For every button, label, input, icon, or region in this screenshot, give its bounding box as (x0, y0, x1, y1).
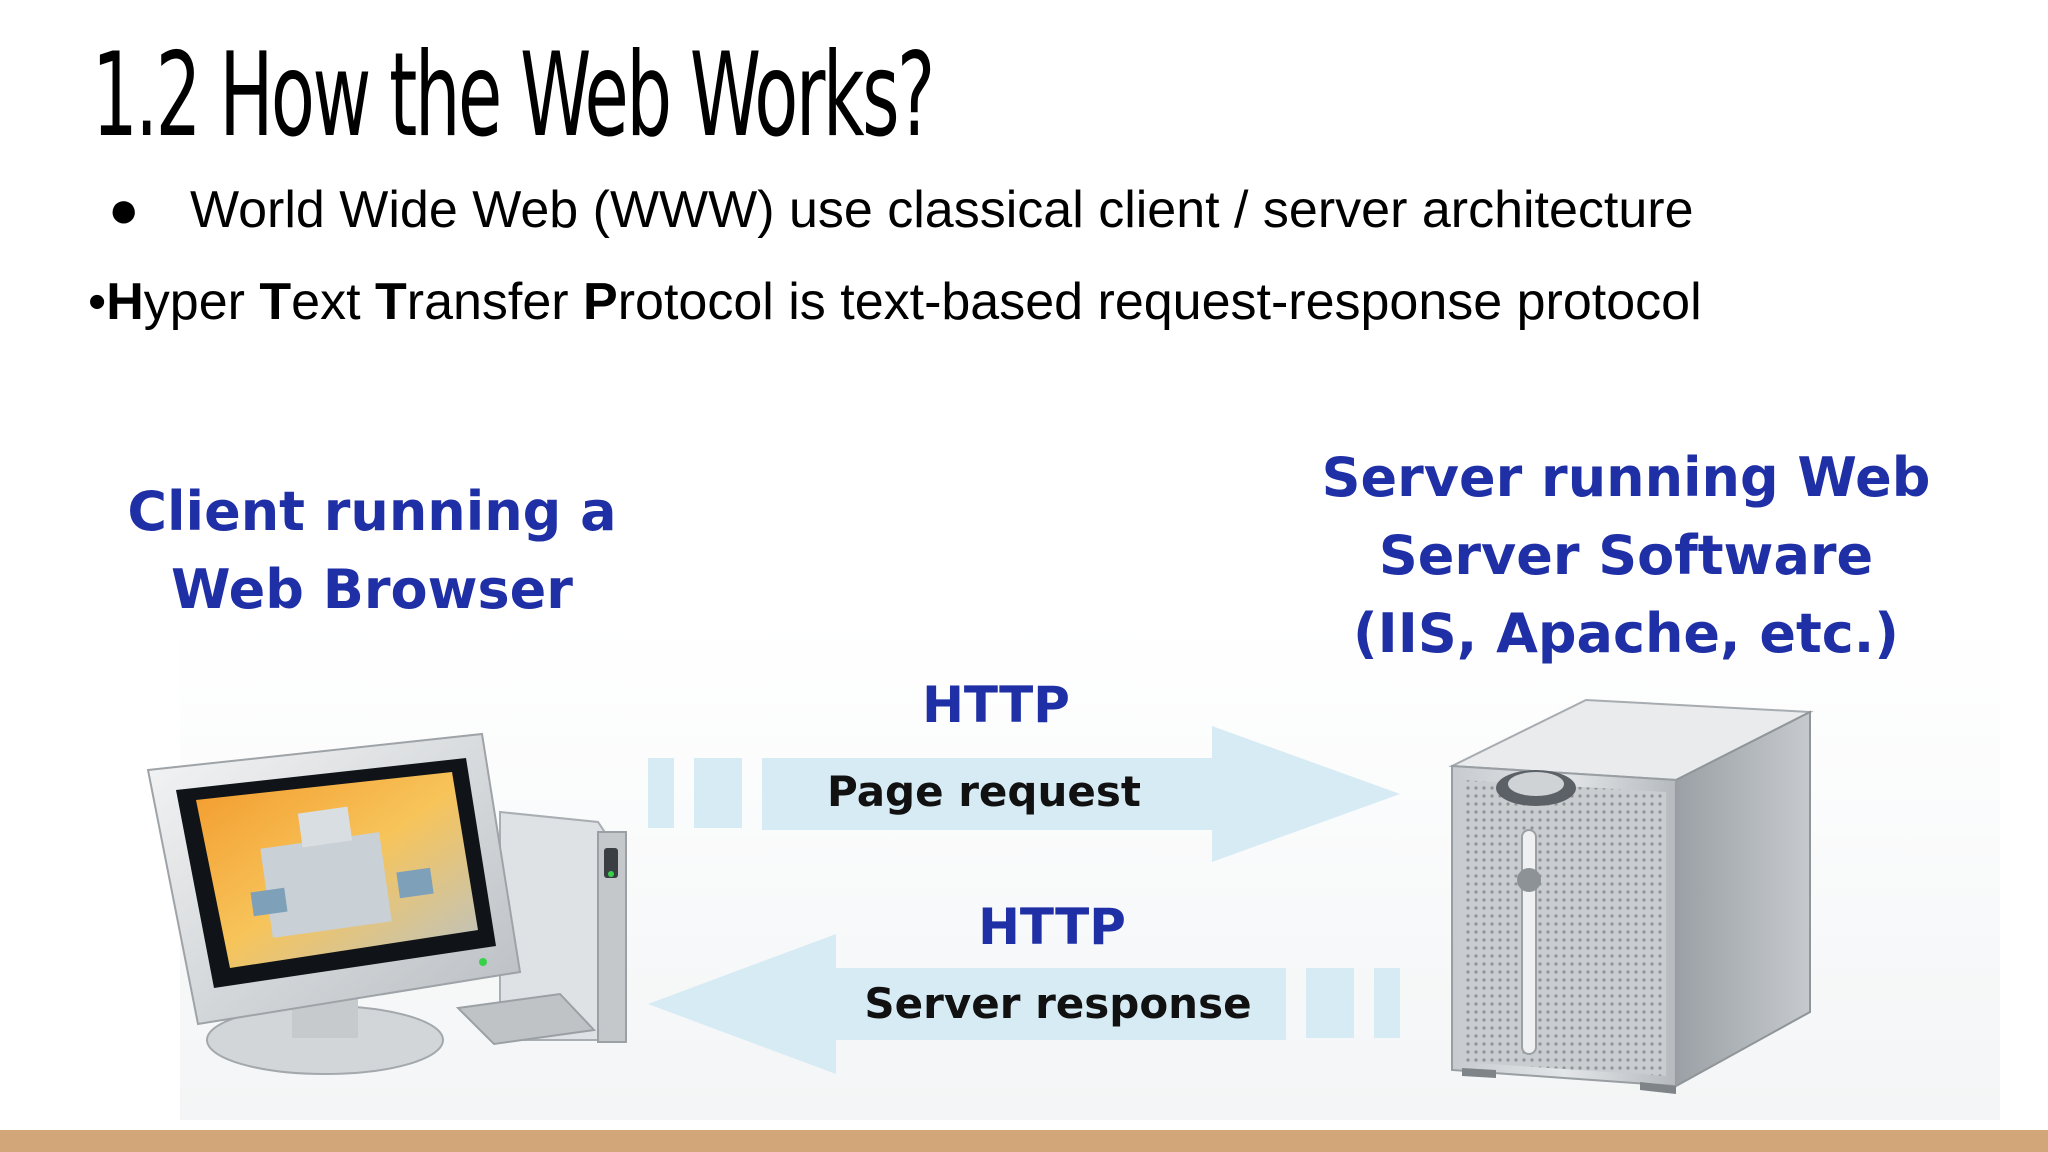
client-label-line2: Web Browser (171, 558, 573, 621)
request-protocol: HTTP (922, 676, 1070, 734)
response-protocol: HTTP (978, 898, 1126, 956)
bold-letter: T (374, 273, 407, 331)
request-label: Page request (827, 767, 1141, 816)
server-icon (1448, 698, 1814, 1094)
server-label-line2: Server Software (1379, 524, 1873, 587)
page-title: 1.2 How the Web Works? (92, 28, 935, 163)
bullet-text: World Wide Web (WWW) use classical clien… (190, 181, 1694, 239)
bullet-text-part: ransfer (406, 273, 584, 331)
bullet-www: ● World Wide Web (WWW) use classical clie… (108, 180, 1694, 240)
client-server-diagram: Client running a Web Browser Server runn… (127, 446, 2000, 1120)
bottom-accent-bar (0, 1130, 2048, 1152)
request-arrow (648, 726, 1400, 862)
bullet-text-part: rotocol is text-based request-response p… (617, 273, 1702, 331)
bold-letter: T (259, 273, 292, 331)
bullet-text-part: yper (143, 273, 260, 331)
response-arrow (648, 934, 1400, 1074)
bullet-marker: • (88, 273, 107, 331)
bullet-marker: ● (108, 181, 140, 239)
client-computer-icon (146, 732, 628, 1075)
bullet-text-part: ext (291, 273, 375, 331)
server-label-line1: Server running Web (1322, 446, 1931, 509)
bullet-http: •Hyper Text Transfer Protocol is text-ba… (88, 272, 1702, 332)
server-label-line3: (IIS, Apache, etc.) (1353, 602, 1899, 665)
client-label-line1: Client running a (127, 480, 616, 543)
bold-letter: P (583, 273, 618, 331)
response-label: Server response (864, 979, 1251, 1028)
bold-letter: H (106, 273, 144, 331)
